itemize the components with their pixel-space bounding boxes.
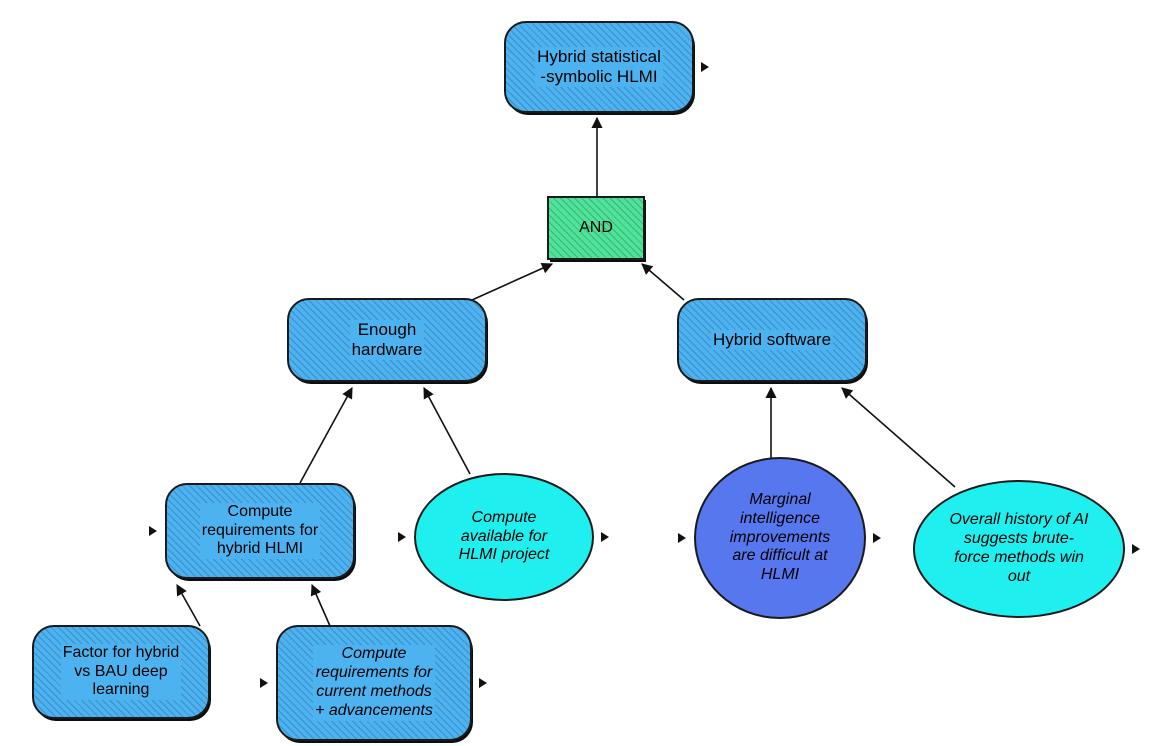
node-hybrid-software[interactable]: Hybrid software [677, 298, 867, 382]
node-enough-hardware[interactable]: Enough hardware [287, 298, 487, 382]
node-label-hybrid-statistical-symbolic-hlmi: Hybrid statistical -symbolic HLMI [535, 46, 663, 88]
port-left-arrow-icon-compute-available-hlmi-project[interactable] [398, 532, 406, 542]
port-right-arrow-icon-hybrid-statistical-symbolic-hlmi[interactable] [701, 62, 709, 72]
node-compute-requirements-hybrid-hlmi[interactable]: Compute requirements for hybrid HLMI [165, 483, 355, 579]
node-overall-history-of-ai[interactable]: Overall history of AI suggests brute- fo… [913, 480, 1125, 618]
node-and-gate[interactable]: AND [547, 196, 645, 260]
port-left-arrow-icon-marginal-intelligence-improvements[interactable] [678, 533, 686, 543]
node-compute-requirements-current-methods[interactable]: Compute requirements for current methods… [276, 625, 472, 741]
node-label-overall-history-of-ai: Overall history of AI suggests brute- fo… [949, 511, 1089, 585]
node-label-and-gate: AND [579, 218, 613, 236]
port-right-arrow-icon-marginal-intelligence-improvements[interactable] [873, 533, 881, 543]
node-label-compute-available-hlmi-project: Compute available for HLMI project [458, 508, 550, 564]
node-label-factor-for-hybrid-vs-bau: Factor for hybrid vs BAU deep learning [60, 643, 182, 701]
node-label-enough-hardware: Enough hardware [349, 319, 425, 361]
edge-overall-history-of-ai-to-hybrid-software [841, 387, 956, 488]
node-label-compute-requirements-current-methods: Compute requirements for current methods… [313, 645, 435, 721]
port-right-arrow-icon-compute-available-hlmi-project[interactable] [601, 532, 609, 542]
edge-compute-requirements-hybrid-hlmi-to-enough-hardware [299, 387, 353, 484]
port-right-arrow-icon-overall-history-of-ai[interactable] [1132, 544, 1140, 554]
node-compute-available-hlmi-project[interactable]: Compute available for HLMI project [414, 473, 594, 601]
edge-factor-for-hybrid-vs-bau-to-compute-requirements-hybrid-hlmi [176, 584, 201, 627]
port-right-arrow-icon-compute-requirements-current-methods[interactable] [479, 678, 487, 688]
port-left-arrow-icon-compute-requirements-hybrid-hlmi[interactable] [149, 526, 157, 536]
node-label-hybrid-software: Hybrid software [710, 329, 834, 351]
node-marginal-intelligence-improvements[interactable]: Marginal intelligence improvements are d… [694, 457, 866, 619]
node-factor-for-hybrid-vs-bau[interactable]: Factor for hybrid vs BAU deep learning [32, 625, 210, 719]
node-label-marginal-intelligence-improvements: Marginal intelligence improvements are d… [729, 490, 831, 584]
edge-enough-hardware-to-and-gate [471, 263, 554, 301]
edge-compute-available-hlmi-project-to-enough-hardware [423, 387, 471, 475]
port-left-arrow-icon-compute-requirements-current-methods[interactable] [260, 678, 268, 688]
edge-hybrid-software-to-and-gate [641, 263, 685, 301]
edge-compute-requirements-current-methods-to-compute-requirements-hybrid-hlmi [310, 583, 331, 627]
node-hybrid-statistical-symbolic-hlmi[interactable]: Hybrid statistical -symbolic HLMI [504, 21, 694, 113]
node-label-compute-requirements-hybrid-hlmi: Compute requirements for hybrid HLMI [199, 502, 321, 560]
